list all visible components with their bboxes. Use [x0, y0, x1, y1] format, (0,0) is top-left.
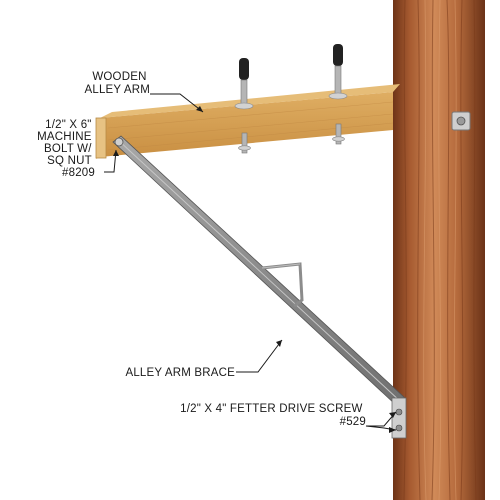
- label-machine-bolt-line2: MACHINE: [37, 131, 92, 143]
- label-brace: ALLEY ARM BRACE: [125, 367, 235, 379]
- label-machine-bolt-line4: SQ NUT: [47, 155, 91, 167]
- leader-brace: [236, 339, 283, 373]
- label-wooden-arm: WOODEN ALLEY ARM: [84, 71, 150, 96]
- label-machine-bolt-line1: 1/2" X 6": [45, 119, 91, 131]
- label-drive-screw-line2: #529: [340, 416, 366, 428]
- leader-machine-bolt: [104, 149, 117, 173]
- wooden-alley-arm: [95, 84, 400, 159]
- wooden-pole: [393, 0, 485, 500]
- pin-bolt-right: [328, 44, 348, 145]
- label-drive-screw-line1: 1/2" X 4" FETTER DRIVE SCREW: [180, 403, 362, 415]
- label-drive-screw: 1/2" X 4" FETTER DRIVE SCREW #529: [180, 403, 366, 428]
- label-wooden-arm-line1: WOODEN: [92, 71, 146, 83]
- leader-arrowheads: [113, 106, 396, 433]
- pole-bracket: [451, 111, 471, 131]
- label-wooden-arm-line2: ALLEY ARM: [84, 84, 150, 96]
- label-machine-bolt-line5: #8209: [62, 167, 95, 179]
- label-machine-bolt: 1/2" X 6" MACHINE BOLT W/ SQ NUT #8209: [37, 119, 95, 179]
- label-machine-bolt-line3: BOLT W/: [44, 143, 92, 155]
- leader-wooden-arm: [150, 93, 204, 113]
- pin-bolt-left: [234, 58, 254, 154]
- alley-arm-brace: [112, 135, 407, 439]
